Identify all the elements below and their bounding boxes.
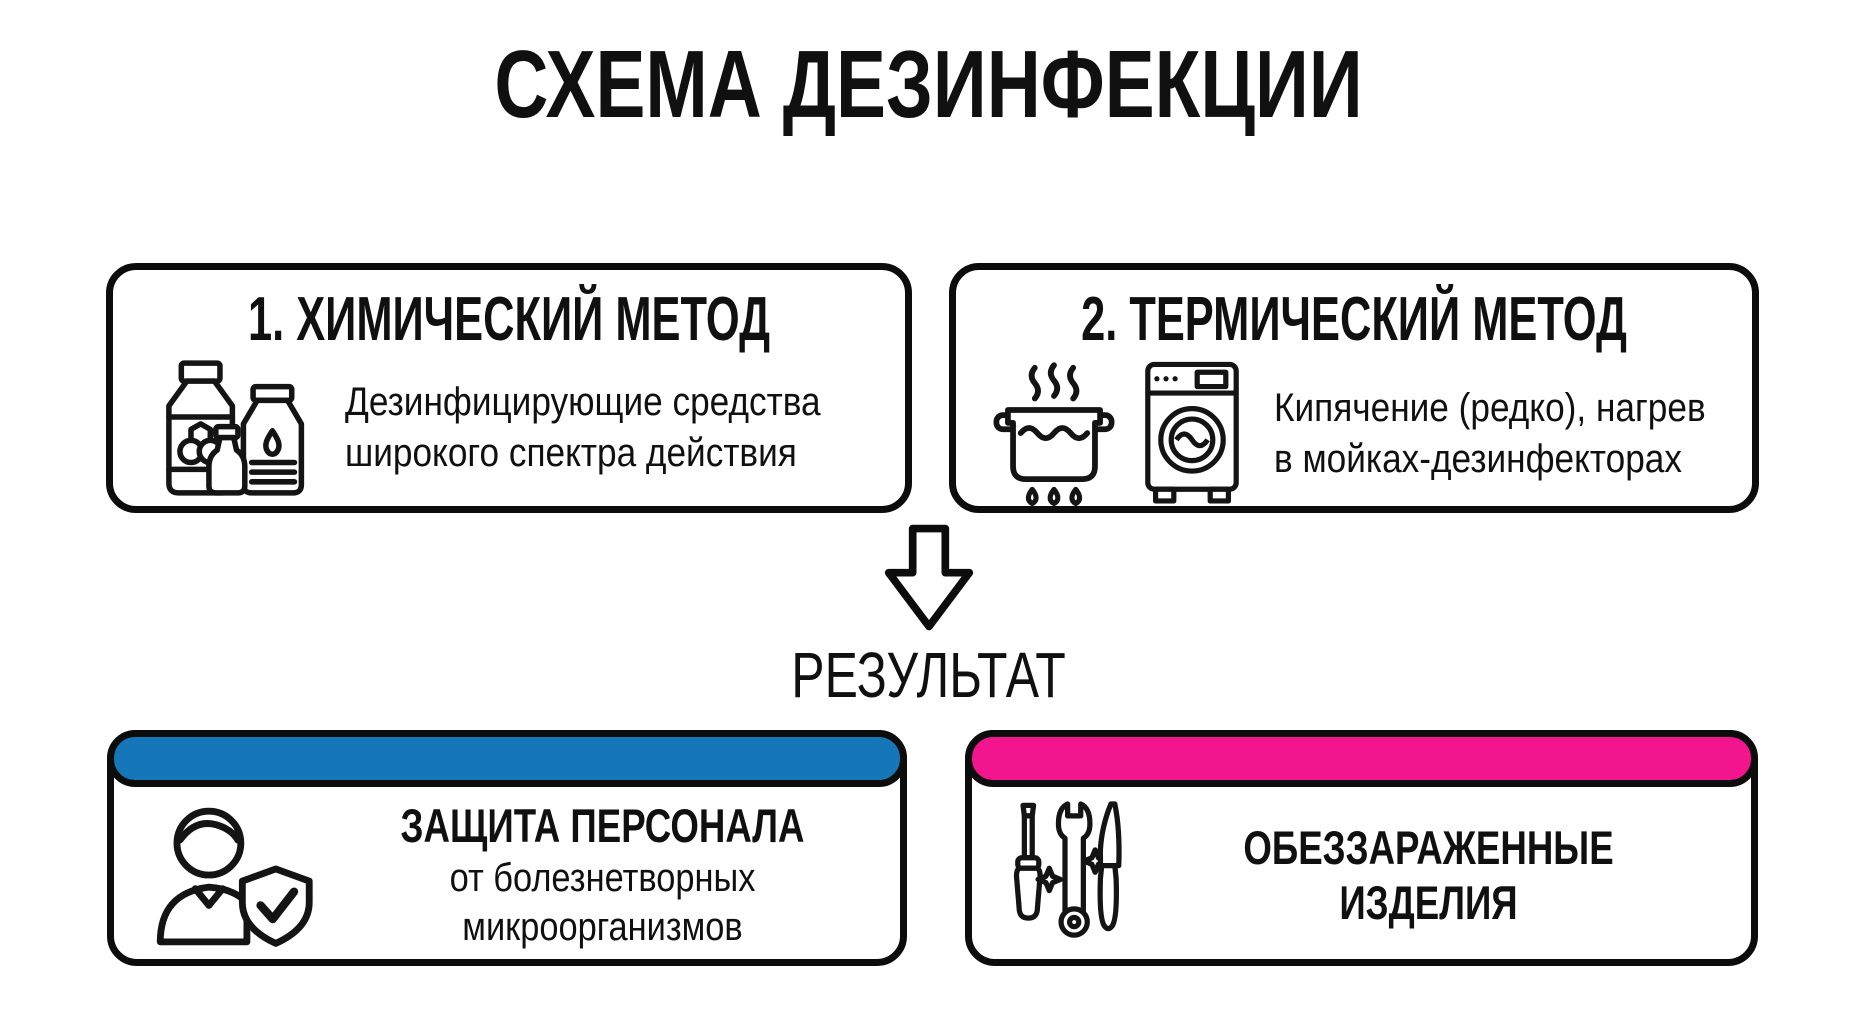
- person-shield-icon: [156, 807, 313, 947]
- sterilized-tools-icon: [1013, 800, 1122, 938]
- personnel-protection-text: ЗАЩИТА ПЕРСОНАЛА от болезнетворных микро…: [339, 798, 866, 951]
- washer-disinfector-icon: [1145, 361, 1239, 504]
- boiling-pot-icon: [993, 362, 1115, 507]
- pink-accent-bar: [965, 730, 1758, 787]
- page-title: СХЕМА ДЕЗИНФЕКЦИИ: [494, 31, 1363, 138]
- chemical-method-box: 1. ХИМИЧЕСКИЙ МЕТОД: [106, 263, 912, 513]
- personnel-protection-box: ЗАЩИТА ПЕРСОНАЛА от болезнетворных микро…: [107, 730, 907, 966]
- disinfectant-bottles-icon: [166, 360, 305, 496]
- disinfected-items-box: ОБЕЗЗАРАЖЕННЫЕ ИЗДЕЛИЯ: [965, 730, 1758, 966]
- disinfected-items-text: ОБЕЗЗАРАЖЕННЫЕ ИЗДЕЛИЯ: [1243, 820, 1614, 929]
- thermal-method-box: 2. ТЕРМИЧЕСКИЙ МЕТОД: [949, 263, 1759, 513]
- chemical-method-description: Дезинфицирующие средства широкого спектр…: [345, 379, 821, 475]
- result-label: РЕЗУЛЬТАТ: [791, 639, 1066, 711]
- blue-accent-bar: [107, 730, 907, 787]
- thermal-method-heading: 2. ТЕРМИЧЕСКИЙ МЕТОД: [1081, 285, 1627, 354]
- thermal-method-description: Кипячение (редко), нагрев в мойках-дезин…: [1274, 385, 1706, 481]
- chemical-method-heading: 1. ХИМИЧЕСКИЙ МЕТОД: [247, 285, 771, 354]
- down-arrow-icon: [884, 524, 973, 631]
- personnel-protection-title: ЗАЩИТА ПЕРСОНАЛА: [400, 799, 805, 853]
